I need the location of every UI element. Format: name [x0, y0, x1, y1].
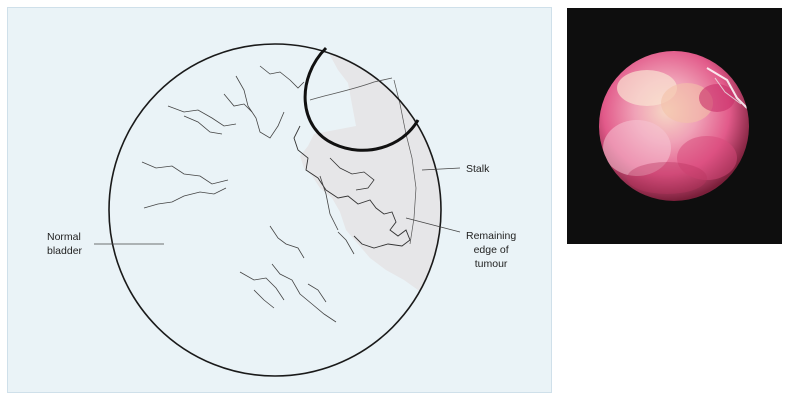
endoscopic-image [567, 8, 782, 244]
bladder-diagram [8, 8, 553, 394]
label-normal-bladder: Normal bladder [47, 230, 82, 258]
label-stalk: Stalk [466, 162, 489, 176]
endoscopic-photo [567, 8, 782, 244]
vessels [142, 66, 354, 322]
label-remaining-edge: Remaining edge of tumour [466, 229, 516, 271]
diagram-panel: Normal bladder Stalk Remaining edge of t… [7, 7, 552, 393]
resected-region [300, 38, 468, 308]
